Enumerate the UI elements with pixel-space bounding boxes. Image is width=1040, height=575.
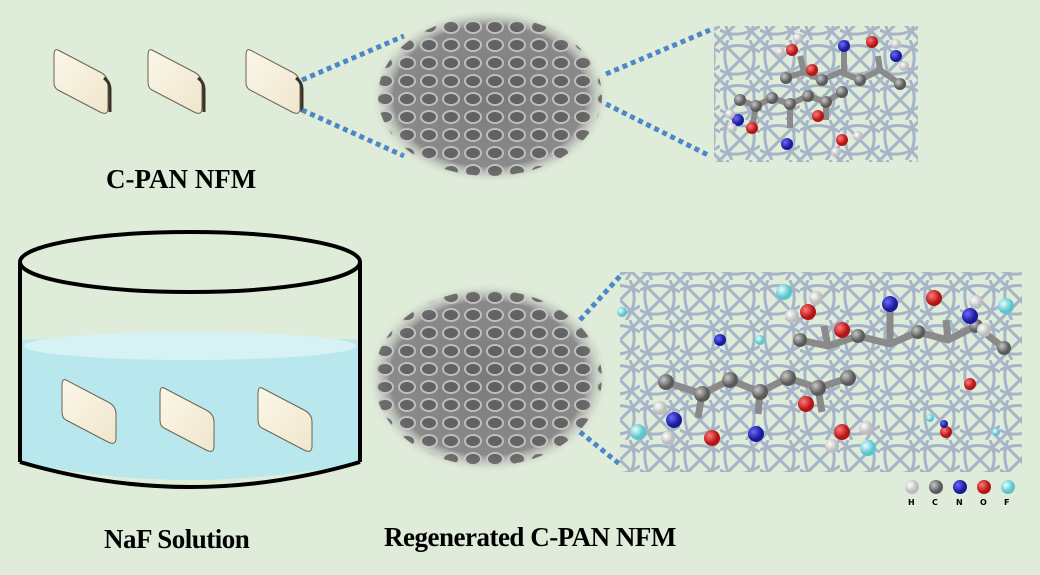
legend-atom-n (953, 480, 967, 494)
legend-label-h: H (908, 498, 915, 507)
label-regenerated-c-pan-nfm: Regenerated C-PAN NFM (384, 522, 676, 552)
membrane-piece-solution-3 (257, 387, 313, 452)
membrane-piece-top-1 (53, 49, 112, 114)
legend-label-n: N (956, 498, 963, 507)
atom-legend (905, 480, 1015, 494)
membrane-piece-top-2 (147, 49, 206, 114)
atoms-bottom (617, 284, 1014, 456)
legend-atom-c (929, 480, 943, 494)
fiber-network-top (714, 26, 918, 162)
legend-atom-h (905, 480, 919, 494)
atoms-top (725, 33, 909, 157)
sem-image-bottom (366, 282, 610, 474)
zoom-lines-bottom (578, 272, 624, 468)
sem-image-top (370, 8, 610, 184)
legend-atom-f (1001, 480, 1015, 494)
label-naf-solution: NaF Solution (104, 524, 250, 554)
label-c-pan-nfm: C-PAN NFM (106, 164, 257, 194)
legend-label-c: C (932, 498, 938, 507)
membrane-piece-top-3 (245, 49, 304, 114)
membrane-piece-solution-1 (61, 379, 117, 444)
legend-label-o: O (980, 498, 987, 507)
legend-atom-o (977, 480, 991, 494)
membrane-piece-solution-2 (159, 387, 215, 452)
zoom-lines-top (300, 27, 712, 159)
fiber-network-bottom (620, 272, 1022, 472)
legend-label-f: F (1004, 498, 1010, 507)
